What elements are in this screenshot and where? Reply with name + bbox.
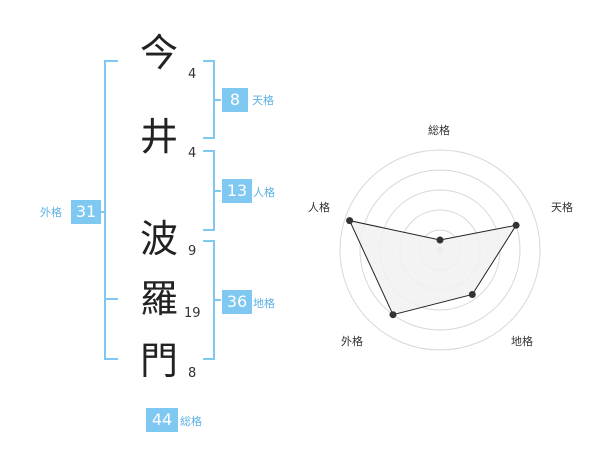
tenkaku-bracket-bottom	[203, 137, 215, 139]
stroke-count-1: 4	[188, 67, 197, 82]
stroke-count-4: 19	[184, 306, 201, 321]
chikaku-bracket-top	[203, 240, 215, 242]
radar-grid-ring	[339, 149, 541, 351]
radar-point-1	[436, 236, 444, 244]
char-3: 波	[139, 217, 178, 261]
radar-grid-ring	[359, 169, 521, 331]
chikaku-label: 地格	[253, 297, 275, 310]
gaikaku-label: 外格	[40, 206, 62, 219]
jinkaku-bracket-bottom	[203, 229, 215, 231]
radar-label-chikaku: 地格	[511, 335, 533, 348]
gaikaku-value-badge: 31	[71, 200, 101, 224]
radar-point-4	[389, 311, 397, 319]
soukaku-label: 総格	[180, 415, 202, 428]
radar-label-soukaku: 総格	[428, 124, 450, 137]
stroke-count-2: 4	[188, 146, 197, 161]
char-4: 羅	[139, 277, 178, 321]
jinkaku-label: 人格	[253, 186, 275, 199]
tenkaku-bracket-connector	[213, 99, 221, 101]
char-5: 門	[139, 339, 178, 383]
chikaku-bracket-bottom	[203, 358, 215, 360]
radar-label-tenkaku: 天格	[551, 201, 573, 214]
radar-label-gaikaku: 外格	[341, 335, 363, 348]
jinkaku-value-badge: 13	[222, 179, 252, 203]
chikaku-value-badge: 36	[222, 290, 252, 314]
radar-label-jinkaku: 人格	[308, 201, 330, 214]
chikaku-bracket-connector	[213, 299, 221, 301]
stroke-count-3: 9	[188, 244, 197, 259]
outer-bracket-bottom	[104, 358, 118, 360]
jinkaku-bracket-connector	[213, 190, 221, 192]
radar-point-3	[468, 291, 476, 298]
jinkaku-bracket-top	[203, 150, 215, 152]
stroke-count-5: 8	[188, 366, 197, 381]
char-1: 今	[139, 31, 178, 75]
soukaku-value-badge: 44	[146, 408, 178, 432]
radar-point-2	[512, 221, 520, 229]
radar-point-5	[346, 217, 354, 225]
outer-bracket-connector	[98, 211, 106, 213]
radar-polygon	[348, 219, 518, 316]
char-2: 井	[139, 115, 178, 159]
radar-points	[346, 217, 520, 319]
tenkaku-value-badge: 8	[222, 88, 248, 112]
outer-bracket-vertical	[104, 60, 106, 360]
outer-bracket-mid	[104, 298, 118, 300]
outer-bracket-top	[104, 60, 118, 62]
tenkaku-label: 天格	[252, 94, 274, 107]
tenkaku-bracket-top	[203, 60, 215, 62]
